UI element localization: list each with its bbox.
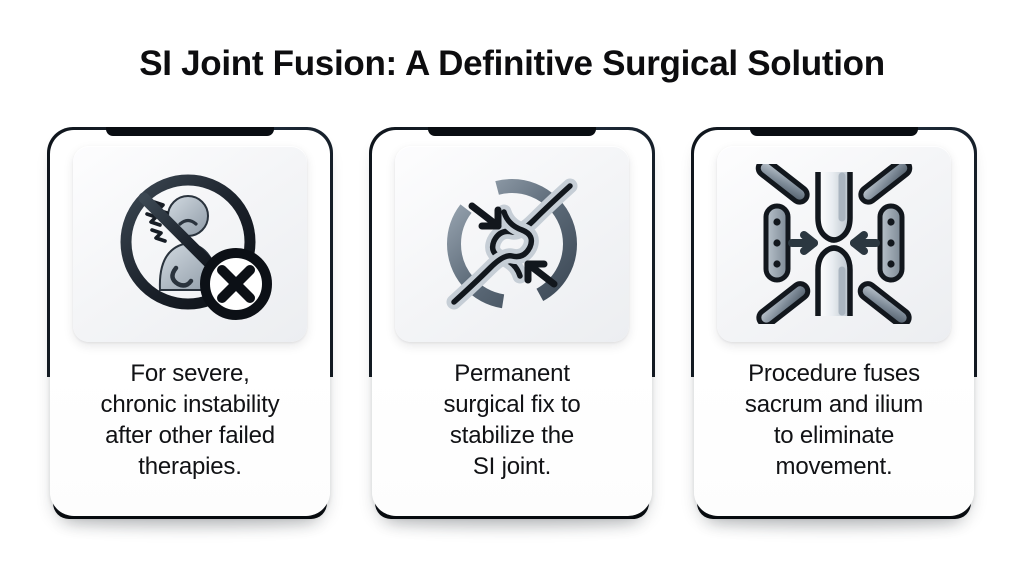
page-title: SI Joint Fusion: A Definitive Surgical S… [139, 44, 885, 83]
device-notch [428, 127, 596, 136]
icon-tile [717, 146, 951, 342]
card-fusion[interactable]: Procedure fuses sacrum and ilium to elim… [691, 127, 977, 529]
card-caption: Permanent surgical fix to stabilize the … [443, 360, 581, 480]
icon-tile [395, 146, 629, 342]
device-notch [106, 127, 274, 136]
card-row: For severe, chronic instability after ot… [47, 127, 977, 529]
card-caption: Procedure fuses sacrum and ilium to elim… [744, 360, 924, 480]
card-body: Permanent surgical fix to stabilize the … [372, 130, 652, 516]
card-indication[interactable]: For severe, chronic instability after ot… [47, 127, 333, 529]
card-body: For severe, chronic instability after ot… [50, 130, 330, 516]
no-chronic-pain-icon [102, 164, 278, 324]
card-stabilization[interactable]: Permanent surgical fix to stabilize the … [369, 127, 655, 529]
card-body: Procedure fuses sacrum and ilium to elim… [694, 130, 974, 516]
icon-tile [73, 146, 307, 342]
bone-fusion-implant-icon [746, 164, 922, 324]
card-caption: For severe, chronic instability after ot… [100, 360, 280, 480]
device-notch [750, 127, 918, 136]
joint-stabilization-icon [428, 164, 596, 324]
